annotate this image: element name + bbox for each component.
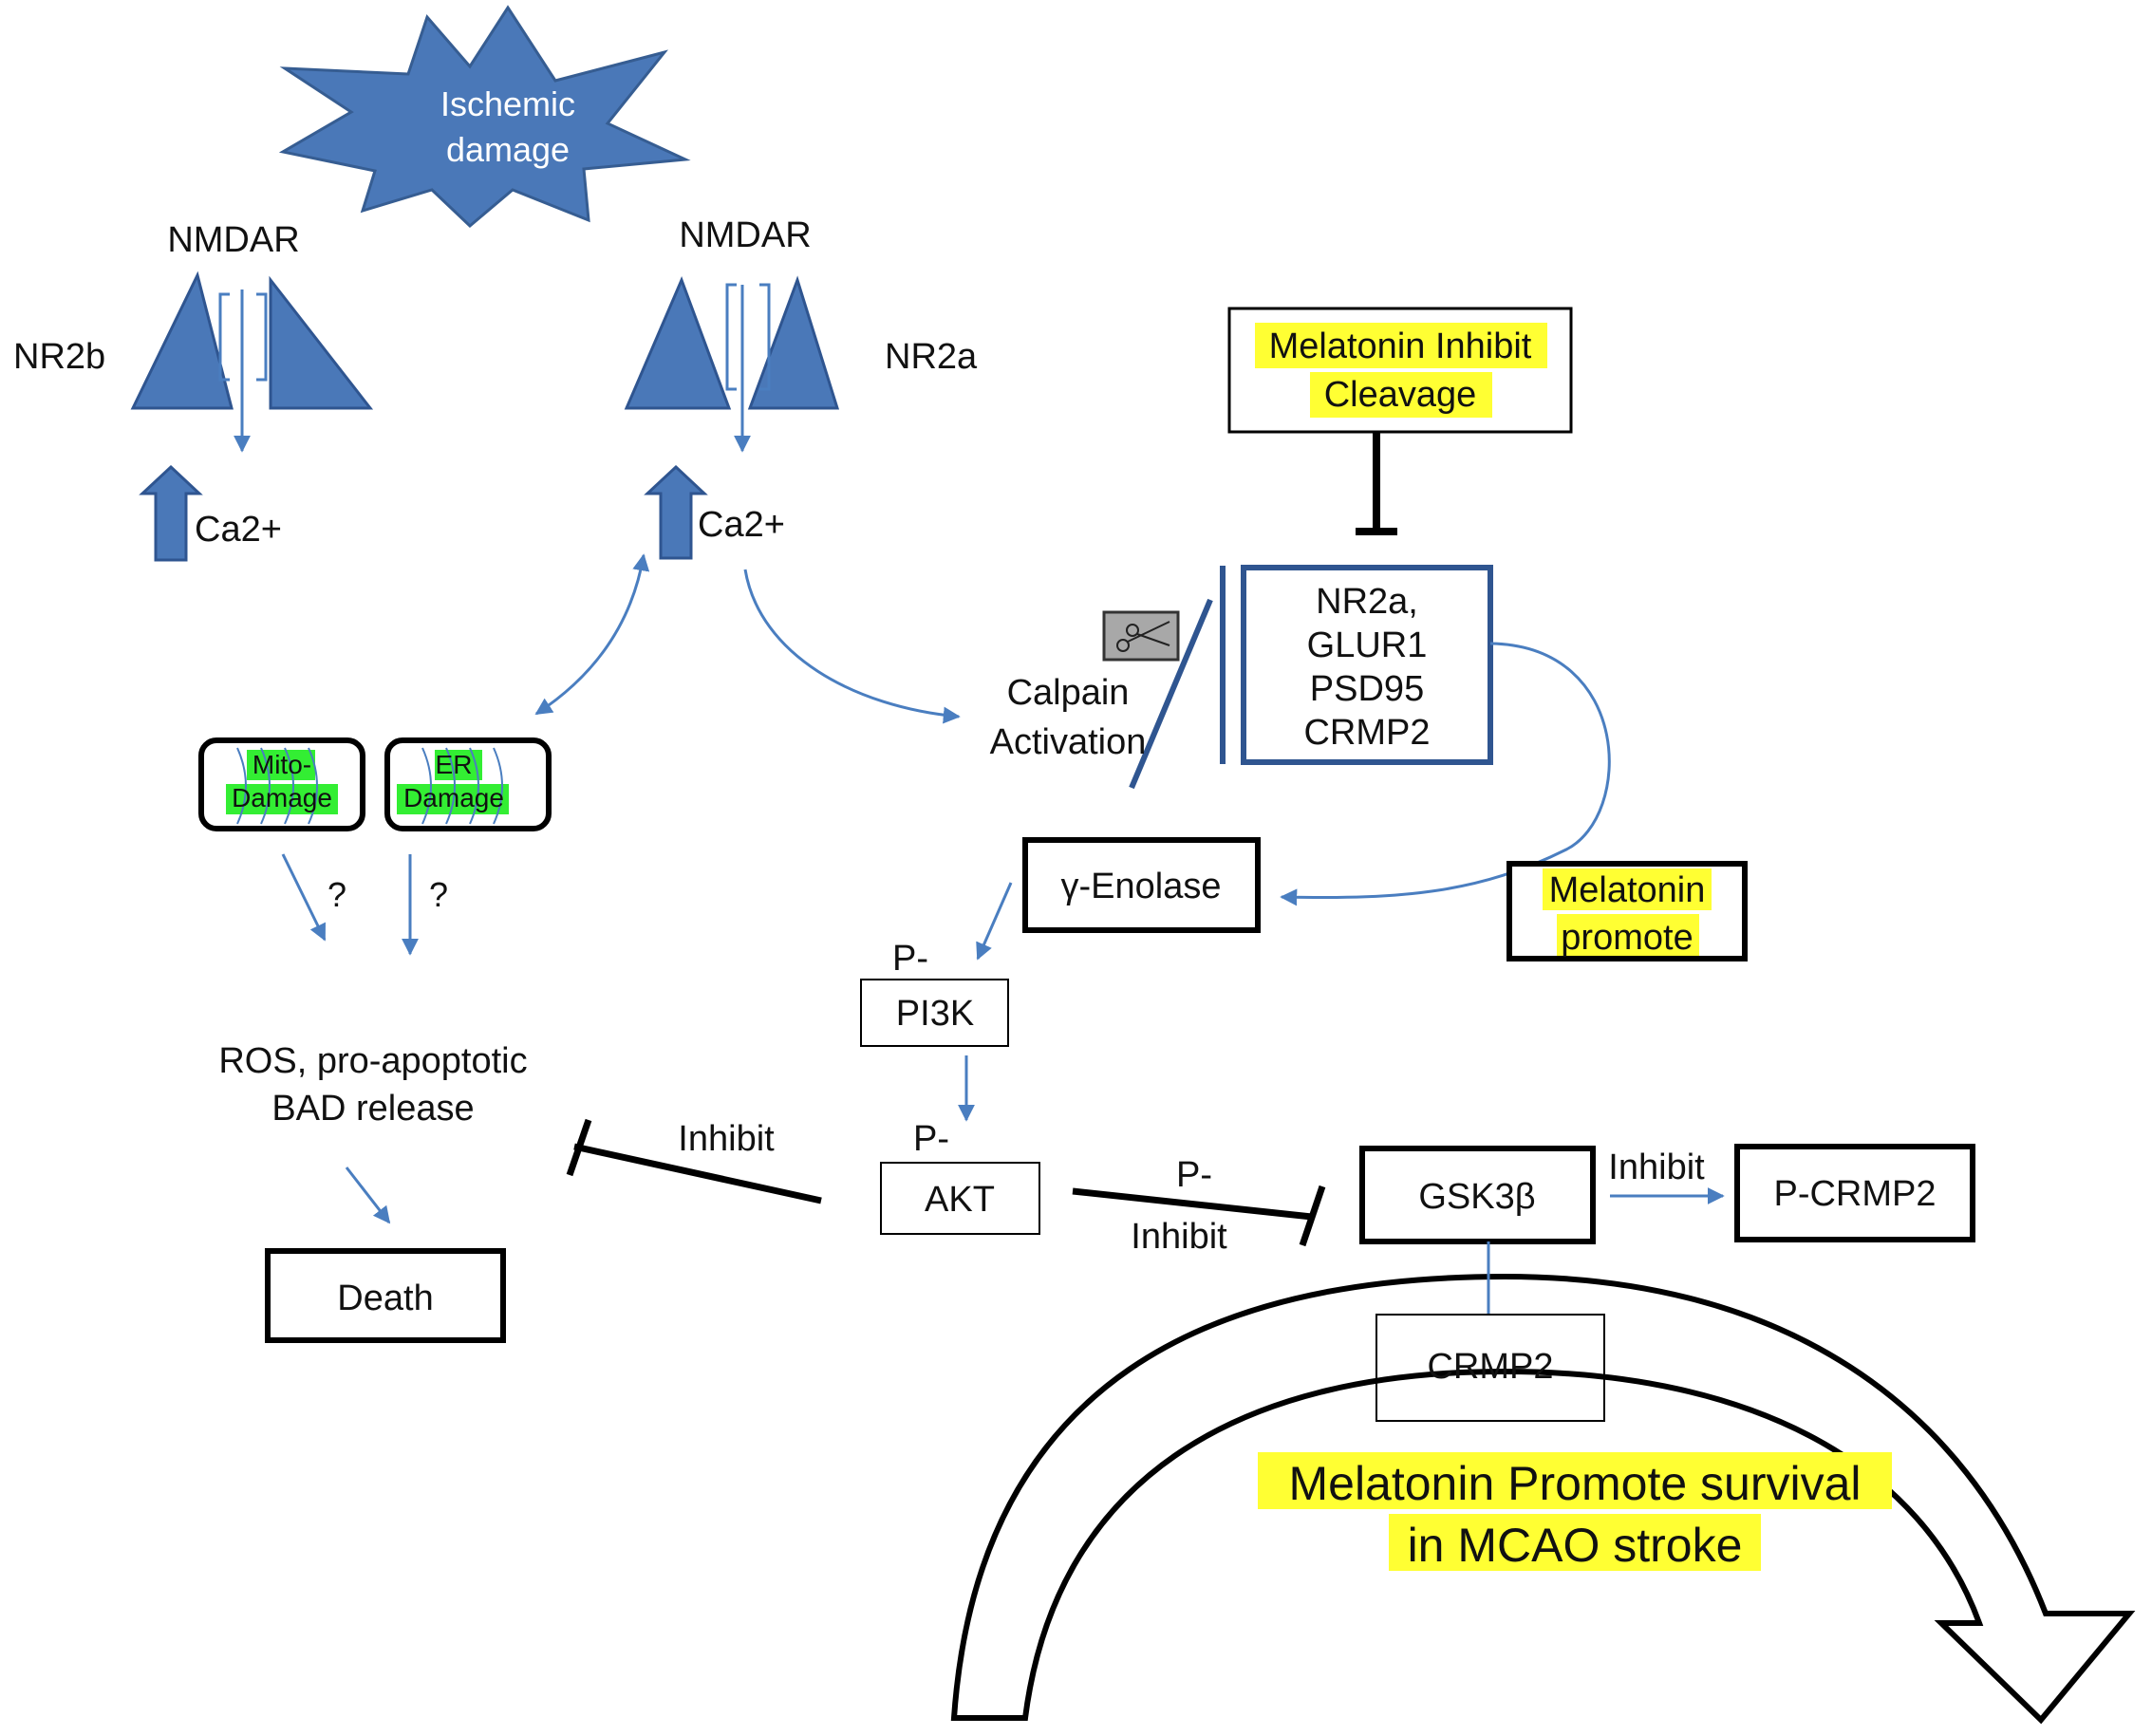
- crmp2-box: CRMP2: [1375, 1314, 1605, 1422]
- calpain-substrates-box: NR2a, GLUR1 PSD95 CRMP2: [1241, 565, 1493, 765]
- nmdar-right-label: NMDAR: [679, 215, 811, 255]
- melatonin-inhibit-cleavage-box: Melatonin Inhibit Cleavage: [1227, 307, 1573, 434]
- melatonin-promote-line1: Melatonin: [1549, 870, 1706, 910]
- substrate-crmp2: CRMP2: [1303, 713, 1430, 753]
- nmdar-receptor-left: NMDAR NR2b Ca2+: [13, 220, 374, 562]
- p-crmp2-label: P-CRMP2: [1773, 1174, 1936, 1214]
- question-mark-left: ?: [327, 875, 346, 914]
- mito-damage-box: Mito- Damage: [198, 737, 365, 831]
- melatonin-promote-box: Melatonin promote: [1506, 861, 1748, 961]
- survival-highlight-line2: [1389, 1514, 1761, 1571]
- calpain-label-line2: Activation: [990, 722, 1147, 762]
- substrate-nr2a: NR2a,: [1316, 582, 1418, 622]
- scissors-icon: [1102, 610, 1180, 662]
- nmdar-right-subunit-b: [747, 275, 840, 410]
- ros-to-death-arrow: [345, 1167, 391, 1224]
- akt-box: AKT: [880, 1162, 1040, 1235]
- er-label-line1: ER: [436, 750, 473, 779]
- ischemic-label-line2: damage: [446, 130, 570, 169]
- mito-label-line1: Mito-: [253, 750, 311, 779]
- ca-organelle-double-arrow: [534, 553, 650, 716]
- p-akt-prefix: P-: [913, 1119, 949, 1159]
- akt-inhibit-death-line: [573, 1143, 822, 1204]
- mito-label-line2: Damage: [232, 783, 332, 812]
- enolase-label: γ-Enolase: [1061, 867, 1222, 906]
- death-label: Death: [337, 1279, 433, 1318]
- crmp2-label: CRMP2: [1427, 1347, 1553, 1387]
- p-inhibit-label-line1: P-: [1176, 1155, 1212, 1195]
- survival-label-line2: in MCAO stroke: [1408, 1519, 1743, 1572]
- ischemic-label-line1: Ischemic: [440, 84, 575, 123]
- nmdar-left-subunit-a: [130, 271, 234, 410]
- substrate-glur1: GLUR1: [1307, 625, 1428, 665]
- inhibit-death-label: Inhibit: [678, 1119, 775, 1159]
- pi3k-label: PI3K: [896, 994, 974, 1034]
- nmdar-right-channel: [725, 283, 771, 391]
- er-damage-box: ER Damage: [384, 737, 552, 831]
- enolase-box: γ-Enolase: [1022, 837, 1261, 933]
- ischemic-damage-starburst: Ischemic damage: [278, 5, 691, 229]
- calpain-slash-line: [1129, 598, 1213, 790]
- survival-label-line1: Melatonin Promote survival: [1288, 1457, 1861, 1510]
- ca-to-calpain-arrow: [743, 569, 961, 724]
- question-mark-right: ?: [429, 875, 448, 914]
- death-box: Death: [265, 1248, 506, 1343]
- akt-inhibit-gsk3b-line: [1072, 1187, 1313, 1221]
- substrates-to-enolase-arrow: [1280, 642, 1611, 906]
- er-label-line2: Damage: [403, 783, 504, 812]
- survival-curved-arrow: [950, 1273, 2136, 1725]
- akt-label: AKT: [925, 1180, 995, 1220]
- ca-right-label: Ca2+: [698, 505, 785, 545]
- nmdar-left-channel: [218, 292, 268, 382]
- gsk3b-box: GSK3β: [1359, 1146, 1596, 1244]
- gsk3b-label: GSK3β: [1418, 1177, 1535, 1217]
- nmdar-left-subunit-b: [269, 275, 374, 410]
- ca-left-label: Ca2+: [195, 510, 282, 550]
- p-inhibit-label-line2: Inhibit: [1131, 1217, 1227, 1257]
- pi3k-box: PI3K: [860, 979, 1009, 1047]
- nmdar-right-subunit-a: [624, 275, 732, 410]
- nr2a-label: NR2a: [885, 337, 978, 377]
- nmdar-left-label: NMDAR: [167, 220, 299, 260]
- mito-to-ros-arrow: [281, 853, 327, 942]
- p-crmp2-box: P-CRMP2: [1734, 1144, 1975, 1242]
- ca-up-arrow-right: [644, 464, 708, 560]
- ca-up-arrow-left: [139, 464, 203, 562]
- ros-label-line1: ROS, pro-apoptotic: [218, 1041, 527, 1081]
- nr2b-label: NR2b: [13, 337, 105, 377]
- calpain-label-line1: Calpain: [1007, 673, 1130, 713]
- melatonin-inhibit-line1: Melatonin Inhibit: [1269, 327, 1532, 366]
- survival-highlight-line1: [1258, 1452, 1892, 1509]
- ros-label-line2: BAD release: [271, 1089, 474, 1129]
- melatonin-promote-line2: promote: [1561, 918, 1693, 958]
- enolase-to-pi3k-arrow: [976, 882, 1013, 961]
- nmdar-receptor-right: NMDAR NR2a Ca2+: [624, 215, 978, 560]
- p-pi3k-prefix: P-: [892, 939, 928, 979]
- inhibit-crmp-label: Inhibit: [1608, 1148, 1705, 1187]
- substrate-psd95: PSD95: [1310, 669, 1424, 709]
- melatonin-inhibit-line2: Cleavage: [1324, 375, 1477, 415]
